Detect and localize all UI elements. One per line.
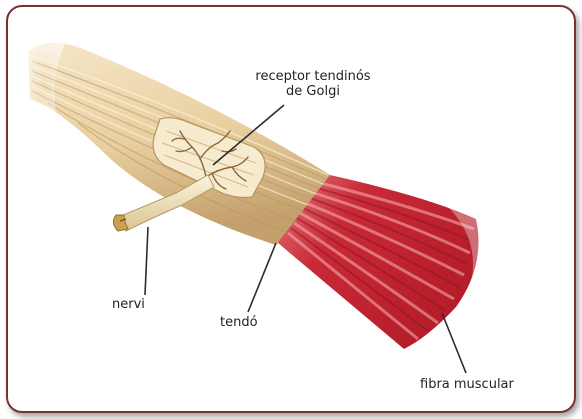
anatomy-illustration (22, 37, 508, 374)
golgi-receptor (152, 117, 266, 199)
diagram-frame: receptor tendinós de Golgi nervi tendó f… (6, 5, 576, 413)
nervi-label: nervi (112, 297, 145, 312)
receptor-label-line2: de Golgi (286, 84, 340, 99)
tendo-label: tendó (220, 315, 258, 330)
fibra-muscular-label: fibra muscular (420, 377, 514, 392)
receptor-label-line1: receptor tendinós (255, 69, 371, 84)
nerve (112, 174, 215, 232)
tendo-leader-line (247, 242, 277, 313)
receptor-label: receptor tendinós de Golgi (248, 69, 378, 99)
leader-lines (144, 104, 467, 374)
nervi-leader-line (144, 226, 149, 296)
receptor-leader-line (212, 104, 285, 166)
muscle-fibers (278, 175, 508, 349)
fibra-leader-line (441, 312, 467, 374)
